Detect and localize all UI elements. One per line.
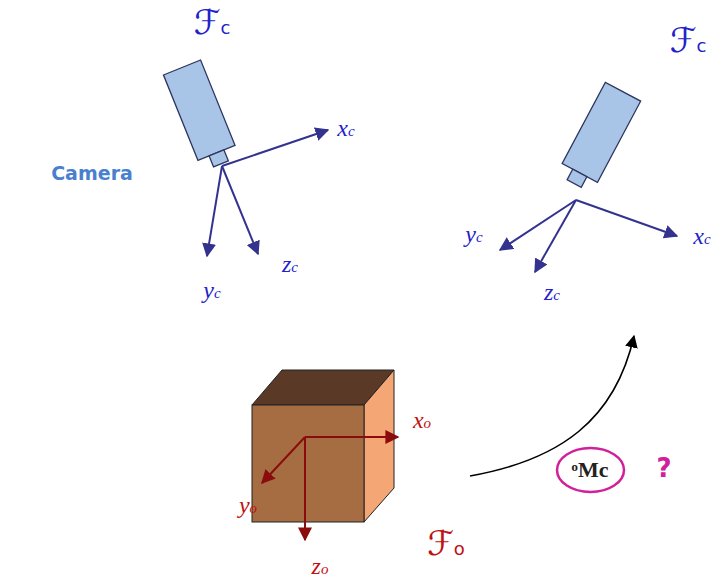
camera-label: Camera	[51, 164, 133, 183]
axis-label: xc	[337, 116, 354, 140]
axis-label: yo	[239, 493, 257, 517]
question-mark: ?	[656, 455, 671, 481]
axis-label: yc	[465, 222, 482, 246]
camera-left	[163, 60, 328, 256]
matrix-symbol: ᵒMc	[572, 457, 609, 483]
axis-label: xc	[693, 224, 710, 248]
frame-label: ℱc	[670, 23, 707, 57]
frame-label: ℱc	[194, 5, 231, 39]
object-cube	[252, 370, 398, 540]
transform-ellipse: ᵒMc	[555, 446, 626, 494]
axis-label: zc	[282, 252, 298, 276]
axis-label: yc	[203, 278, 220, 302]
axis-label: zc	[544, 280, 560, 304]
frame-label: ℱo	[427, 526, 465, 560]
axis-label: xo	[413, 408, 431, 432]
camera-right	[500, 82, 677, 272]
axis-label: zo	[312, 554, 329, 578]
